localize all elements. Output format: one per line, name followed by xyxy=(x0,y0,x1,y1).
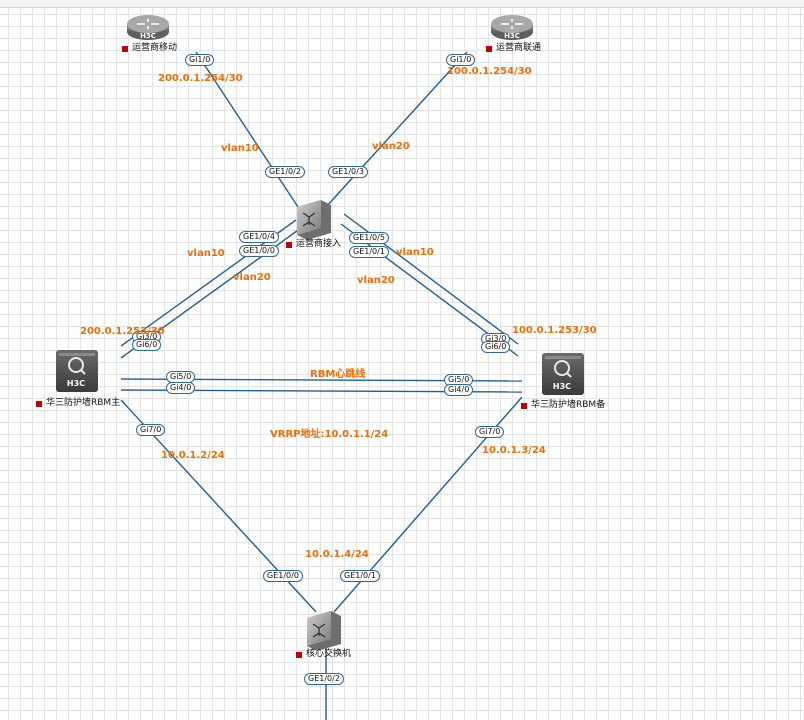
port-fwm-gi6-0[interactable]: Gi6/0 xyxy=(132,339,162,351)
annotation-vlan20-top: vlan20 xyxy=(372,141,410,152)
marker-icon xyxy=(286,241,292,248)
router-brand: H3C xyxy=(504,32,520,40)
annotation-vlan10-top: vlan10 xyxy=(221,143,259,154)
annotation-fwm-inside-ip: 10.0.1.2/24 xyxy=(161,450,225,461)
firewall-icon[interactable]: H3C xyxy=(542,353,584,395)
port-fwm-gi7-0[interactable]: Gi7/0 xyxy=(136,424,166,436)
firewall-brand: H3C xyxy=(553,382,571,391)
annotation-fwm-ip: 200.0.1.253/30 xyxy=(80,326,165,337)
port-fwb-gi4-0[interactable]: Gi4/0 xyxy=(444,384,474,396)
marker-icon xyxy=(122,45,128,52)
port-access-ge1-0-4[interactable]: GE1/0/4 xyxy=(239,231,279,243)
annotation-fwb-ip: 100.0.1.253/30 xyxy=(512,325,597,336)
port-mobile-gi1-0[interactable]: Gi1/0 xyxy=(185,54,215,66)
annotation-fwb-inside-ip: 10.0.1.3/24 xyxy=(482,445,546,456)
annotation-vlan20-right: vlan20 xyxy=(357,275,395,286)
annotation-unicom-ip: 100.0.1.254/30 xyxy=(447,66,532,77)
port-access-ge1-0-3[interactable]: GE1/0/3 xyxy=(328,166,368,178)
router-icon[interactable]: H3C xyxy=(127,15,169,40)
port-fwm-gi4-0[interactable]: Gi4/0 xyxy=(166,382,196,394)
annotation-vlan10-right: vlan10 xyxy=(396,247,434,258)
firewall-icon[interactable]: H3C xyxy=(56,350,98,392)
annotation-core-ip: 10.0.1.4/24 xyxy=(305,549,369,560)
device-label-fw-backup: 华三防护墙RBM备 xyxy=(521,400,605,411)
port-fwb-gi6-0[interactable]: Gi6/0 xyxy=(481,341,511,353)
annotation-heartbeat: RBM心跳线 xyxy=(310,369,366,380)
marker-icon xyxy=(521,402,527,409)
firewall-brand: H3C xyxy=(67,379,85,388)
port-core-ge1-0-2[interactable]: GE1/0/2 xyxy=(304,673,344,685)
port-access-ge1-0-2[interactable]: GE1/0/2 xyxy=(265,166,305,178)
device-label-access-switch: 运营商接入 xyxy=(286,239,341,250)
device-label-isp-mobile: 运营商移动 xyxy=(122,43,177,54)
router-icon[interactable]: H3C xyxy=(491,15,533,40)
marker-icon xyxy=(36,400,42,407)
switch-icon[interactable] xyxy=(307,611,341,651)
port-access-ge1-0-0[interactable]: GE1/0/0 xyxy=(239,245,279,257)
port-access-ge1-0-1[interactable]: GE1/0/1 xyxy=(349,246,389,258)
router-brand: H3C xyxy=(140,32,156,40)
marker-icon xyxy=(296,651,302,658)
port-access-ge1-0-5[interactable]: GE1/0/5 xyxy=(349,232,389,244)
marker-icon xyxy=(486,45,492,52)
toolbar-strip xyxy=(0,0,804,8)
switch-icon[interactable] xyxy=(297,200,331,240)
port-core-ge1-0-0[interactable]: GE1/0/0 xyxy=(263,570,303,582)
device-label-fw-master: 华三防护墙RBM主 xyxy=(36,398,120,409)
annotation-vlan10-left: vlan10 xyxy=(187,248,225,259)
device-label-core-switch: 核心交换机 xyxy=(296,649,351,660)
link-mobile-access[interactable] xyxy=(195,51,301,211)
port-unicom-gi1-0[interactable]: Gi1/0 xyxy=(446,54,476,66)
port-fwb-gi7-0[interactable]: Gi7/0 xyxy=(475,426,505,438)
annotation-vrrp: VRRP地址:10.0.1.1/24 xyxy=(270,429,389,440)
device-label-isp-unicom: 运营商联通 xyxy=(486,43,541,54)
annotation-mobile-ip: 200.0.1.254/30 xyxy=(158,73,243,84)
link-unicom-access[interactable] xyxy=(325,51,468,208)
port-core-ge1-0-1[interactable]: GE1/0/1 xyxy=(340,570,380,582)
annotation-vlan20-left: vlan20 xyxy=(233,272,271,283)
